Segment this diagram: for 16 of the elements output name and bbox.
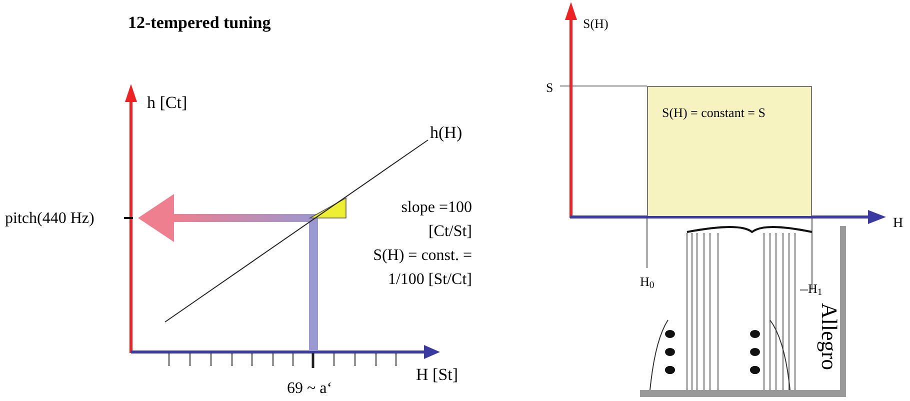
region-label: S(H) = constant = S — [662, 104, 766, 122]
axis-label: H — [893, 215, 904, 233]
axis-label: S(H) = const. = 1/100 [St/Ct] — [372, 246, 472, 290]
constant-region — [647, 86, 812, 216]
axis-label: H$_{1}$ — [808, 280, 822, 298]
axis-label: H [St] — [416, 364, 458, 386]
axis-label: h [Ct] — [147, 92, 188, 114]
axis-label: S — [546, 79, 554, 97]
axis-label: slope =100 [Ct/St] — [400, 198, 472, 242]
axis-label: h(H) — [430, 122, 462, 144]
title: 12-tempered tuning — [128, 12, 271, 34]
axis-label: pitch(440 Hz) — [5, 209, 94, 229]
axis-label: H$_{0}$ — [640, 273, 654, 292]
axis-label: 69 ~ a‘ — [287, 379, 332, 399]
axis-label: Allegro — [816, 302, 844, 370]
axis-label: S(H) — [583, 15, 608, 33]
